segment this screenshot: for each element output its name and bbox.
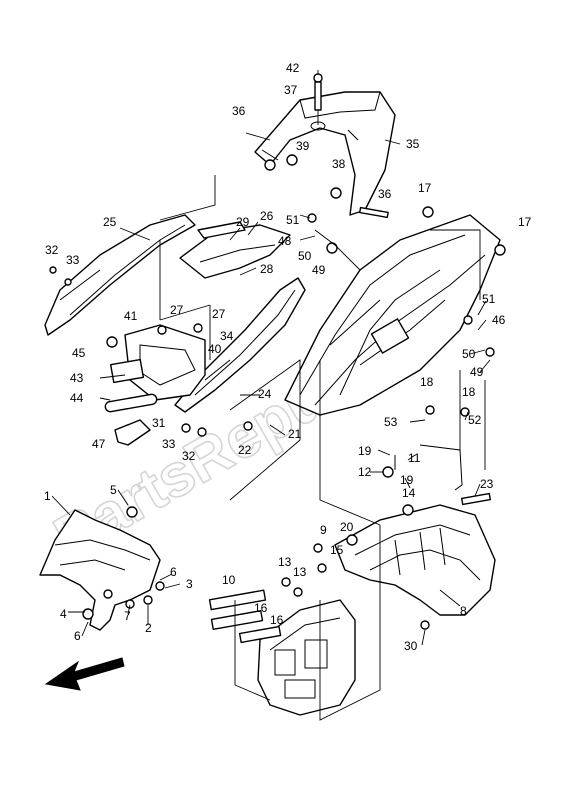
fasteners xyxy=(49,73,506,630)
callout-23: 23 xyxy=(480,477,494,491)
callout-15: 15 xyxy=(330,543,344,557)
callout-5: 5 xyxy=(110,483,117,497)
pad-16a xyxy=(210,610,264,630)
tool-bag xyxy=(114,419,151,446)
callout-36a: 36 xyxy=(232,104,246,118)
callout-3: 3 xyxy=(186,577,193,591)
bar-23 xyxy=(460,492,492,506)
battery-box xyxy=(257,599,356,716)
callout-18a: 18 xyxy=(420,375,434,389)
callout-51a: 51 xyxy=(286,213,300,227)
callout-24: 24 xyxy=(258,387,272,401)
callout-48: 48 xyxy=(278,234,292,248)
reference-lines xyxy=(159,175,486,721)
callout-35: 35 xyxy=(406,137,420,151)
callout-40: 40 xyxy=(208,342,222,356)
rear-frame xyxy=(284,214,501,416)
callout-33b: 33 xyxy=(162,437,176,451)
callout-34: 34 xyxy=(220,329,234,343)
callout-37: 37 xyxy=(284,83,298,97)
callout-7: 7 xyxy=(124,609,131,623)
callout-9: 9 xyxy=(320,523,327,537)
pad-16b xyxy=(238,625,282,644)
callout-14: 14 xyxy=(402,486,416,500)
callout-27b: 27 xyxy=(212,307,226,321)
callout-33a: 33 xyxy=(66,253,80,267)
callout-51b: 51 xyxy=(482,292,496,306)
callout-19a: 19 xyxy=(358,444,372,458)
callout-27a: 27 xyxy=(170,303,184,317)
callouts: 1 2 3 4 5 6 6 7 8 9 10 11 12 13 13 14 15… xyxy=(44,61,532,653)
strap xyxy=(104,393,158,413)
grab-rail xyxy=(254,91,396,216)
pad-10 xyxy=(208,589,267,611)
callout-46: 46 xyxy=(492,313,506,327)
side-cover-left xyxy=(44,214,196,336)
callout-6b: 6 xyxy=(74,629,81,643)
callout-6a: 6 xyxy=(170,565,177,579)
callout-42: 42 xyxy=(286,61,300,75)
callout-44: 44 xyxy=(70,391,84,405)
callout-45: 45 xyxy=(72,346,86,360)
callout-38: 38 xyxy=(332,157,346,171)
callout-12: 12 xyxy=(358,465,372,479)
callout-50a: 50 xyxy=(298,249,312,263)
callout-43: 43 xyxy=(70,371,84,385)
rear-fender xyxy=(334,504,496,616)
callout-30: 30 xyxy=(404,639,418,653)
callout-20: 20 xyxy=(340,520,354,534)
callout-36b: 36 xyxy=(378,187,392,201)
callout-4: 4 xyxy=(60,607,67,621)
callout-19b: 19 xyxy=(400,473,414,487)
callout-18b: 18 xyxy=(462,385,476,399)
callout-47: 47 xyxy=(92,437,106,451)
callout-13b: 13 xyxy=(293,565,307,579)
side-cover-right xyxy=(174,277,306,413)
callout-31: 31 xyxy=(152,416,166,430)
callout-1: 1 xyxy=(44,489,51,503)
callout-49a: 49 xyxy=(312,263,326,277)
callout-25: 25 xyxy=(103,215,117,229)
callout-22: 22 xyxy=(238,443,252,457)
callout-28: 28 xyxy=(260,262,274,276)
callout-21: 21 xyxy=(288,427,302,441)
callout-17b: 17 xyxy=(518,215,532,229)
callout-17a: 17 xyxy=(418,181,432,195)
callout-49b: 49 xyxy=(470,365,484,379)
callout-11: 11 xyxy=(408,451,421,465)
callout-53: 53 xyxy=(384,415,398,429)
callout-2: 2 xyxy=(145,621,152,635)
leader-lines xyxy=(51,139,491,646)
seat-lock-bracket xyxy=(109,324,206,401)
callout-39: 39 xyxy=(296,139,310,153)
callout-16a: 16 xyxy=(254,601,268,615)
callout-13a: 13 xyxy=(278,555,292,569)
tail-cover xyxy=(179,221,291,279)
callout-32b: 32 xyxy=(182,449,196,463)
callout-10: 10 xyxy=(222,573,236,587)
callout-32a: 32 xyxy=(45,243,59,257)
callout-16b: 16 xyxy=(270,613,284,627)
callout-26: 26 xyxy=(260,209,274,223)
front-direction-arrow xyxy=(44,657,125,691)
callout-41: 41 xyxy=(124,309,138,323)
callout-29: 29 xyxy=(236,215,250,229)
callout-50b: 50 xyxy=(462,347,476,361)
callout-52: 52 xyxy=(468,413,482,427)
clamp-11 xyxy=(419,444,463,491)
callout-8: 8 xyxy=(460,604,467,618)
